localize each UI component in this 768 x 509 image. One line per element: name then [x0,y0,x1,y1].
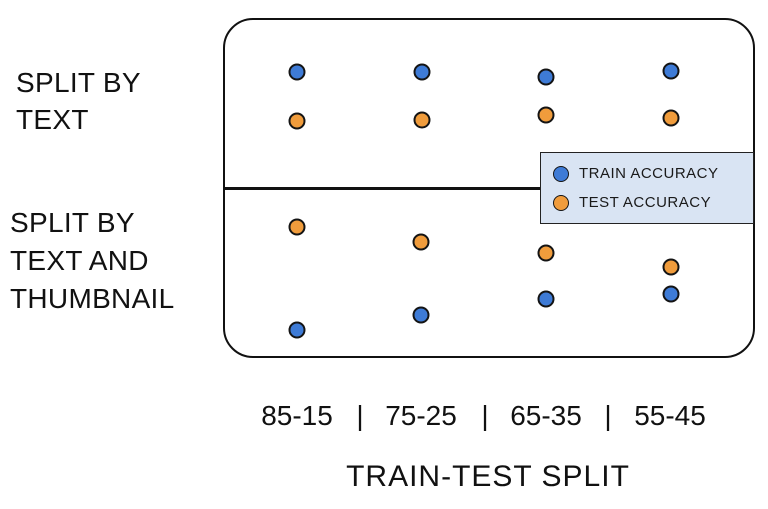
legend-label-train-accuracy: TRAIN ACCURACY [579,165,719,182]
x-axis-title: TRAIN-TEST SPLIT [346,460,630,493]
tick-separator: | [604,400,612,431]
data-point-test-accuracy [537,106,555,124]
tick-separator: | [481,400,489,431]
data-point-train-accuracy [537,68,555,86]
data-point-train-accuracy [662,62,680,80]
row-label-split-by-text: SPLIT BY TEXT [16,67,141,135]
data-point-train-accuracy [413,63,431,81]
data-point-test-accuracy [412,233,430,251]
data-point-test-accuracy [662,109,680,127]
data-point-train-accuracy [662,285,680,303]
data-point-test-accuracy [288,218,306,236]
data-point-test-accuracy [288,112,306,130]
test-accuracy-dot-icon [553,194,569,211]
data-point-train-accuracy [288,63,306,81]
row-label-split-by-text-and-thumbnail: SPLIT BY TEXT AND THUMBNAIL [10,207,175,314]
legend-item-train-accuracy: TRAIN ACCURACY [553,165,753,182]
train-accuracy-dot-icon [553,165,569,182]
data-point-test-accuracy [413,111,431,129]
panel-divider-line [223,187,755,190]
x-tick-label-85-15: 85-15 [261,400,333,431]
x-tick-label-65-35: 65-35 [510,400,582,431]
data-point-train-accuracy [288,321,306,339]
tick-separator: | [356,400,364,431]
data-point-test-accuracy [537,244,555,262]
legend-item-test-accuracy: TEST ACCURACY [553,194,753,211]
data-point-train-accuracy [537,290,555,308]
legend: TRAIN ACCURACY TEST ACCURACY [540,152,754,224]
legend-label-test-accuracy: TEST ACCURACY [579,194,712,211]
x-tick-label-75-25: 75-25 [385,400,457,431]
data-point-train-accuracy [412,306,430,324]
data-point-test-accuracy [662,258,680,276]
x-tick-label-55-45: 55-45 [634,400,706,431]
